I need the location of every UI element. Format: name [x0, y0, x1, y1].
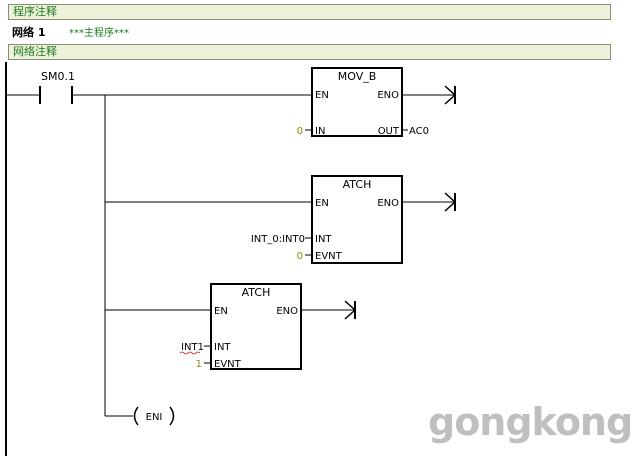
- network-comment-label: 网络注释: [13, 45, 57, 58]
- mov-b-in-value[interactable]: 0: [297, 126, 303, 137]
- network-comment-bar[interactable]: 网络注释: [8, 44, 611, 60]
- atch-1-en-label: EN: [315, 198, 329, 209]
- output-arrow-2: [444, 192, 457, 212]
- atch-box-2[interactable]: ATCH EN ENO INT EVNT: [210, 283, 302, 370]
- mov-b-in-label: IN: [315, 126, 325, 137]
- atch-1-int-label: INT: [315, 234, 332, 245]
- mov-b-out-label: OUT: [378, 126, 400, 137]
- atch-box-1[interactable]: ATCH EN ENO INT EVNT: [311, 175, 403, 264]
- mov-b-box[interactable]: MOV_B EN ENO IN OUT: [311, 67, 403, 137]
- atch-2-eno-label: ENO: [276, 306, 298, 317]
- program-comment-bar[interactable]: 程序注释: [8, 4, 611, 20]
- mov-b-title: MOV_B: [338, 70, 377, 83]
- network-header: 网络 1 ***主程序***: [12, 24, 129, 40]
- mov-b-eno-label: ENO: [377, 90, 399, 101]
- atch-2-int-label: INT: [214, 342, 231, 353]
- atch-2-title: ATCH: [242, 286, 271, 299]
- atch-1-eno-label: ENO: [377, 198, 399, 209]
- atch-2-en-label: EN: [214, 306, 228, 317]
- atch-1-int-value[interactable]: INT_0:INT0: [251, 234, 305, 245]
- mov-b-out-value[interactable]: AC0: [409, 126, 429, 137]
- contact-label: SM0.1: [41, 70, 75, 83]
- atch-2-evnt-value[interactable]: 1: [196, 359, 202, 370]
- network-number: 网络 1: [12, 26, 46, 39]
- program-comment-label: 程序注释: [13, 5, 57, 18]
- atch-2-evnt-label: EVNT: [214, 359, 242, 370]
- output-arrow-1: [444, 85, 457, 105]
- contact-sm0-1[interactable]: SM0.1: [39, 70, 75, 104]
- output-arrow-3: [344, 300, 357, 320]
- atch-1-evnt-value[interactable]: 0: [297, 251, 303, 262]
- eni-coil[interactable]: ENI: [133, 406, 175, 426]
- mov-b-en-label: EN: [315, 90, 329, 101]
- syntax-error-underline: [179, 351, 201, 355]
- atch-1-evnt-label: EVNT: [315, 251, 343, 262]
- watermark-logo: gongkong: [428, 400, 633, 444]
- atch-2-int-value[interactable]: INT1: [181, 342, 204, 353]
- network-title-comment: ***主程序***: [68, 28, 129, 39]
- eni-coil-label: ENI: [146, 412, 163, 423]
- atch-1-title: ATCH: [343, 178, 372, 191]
